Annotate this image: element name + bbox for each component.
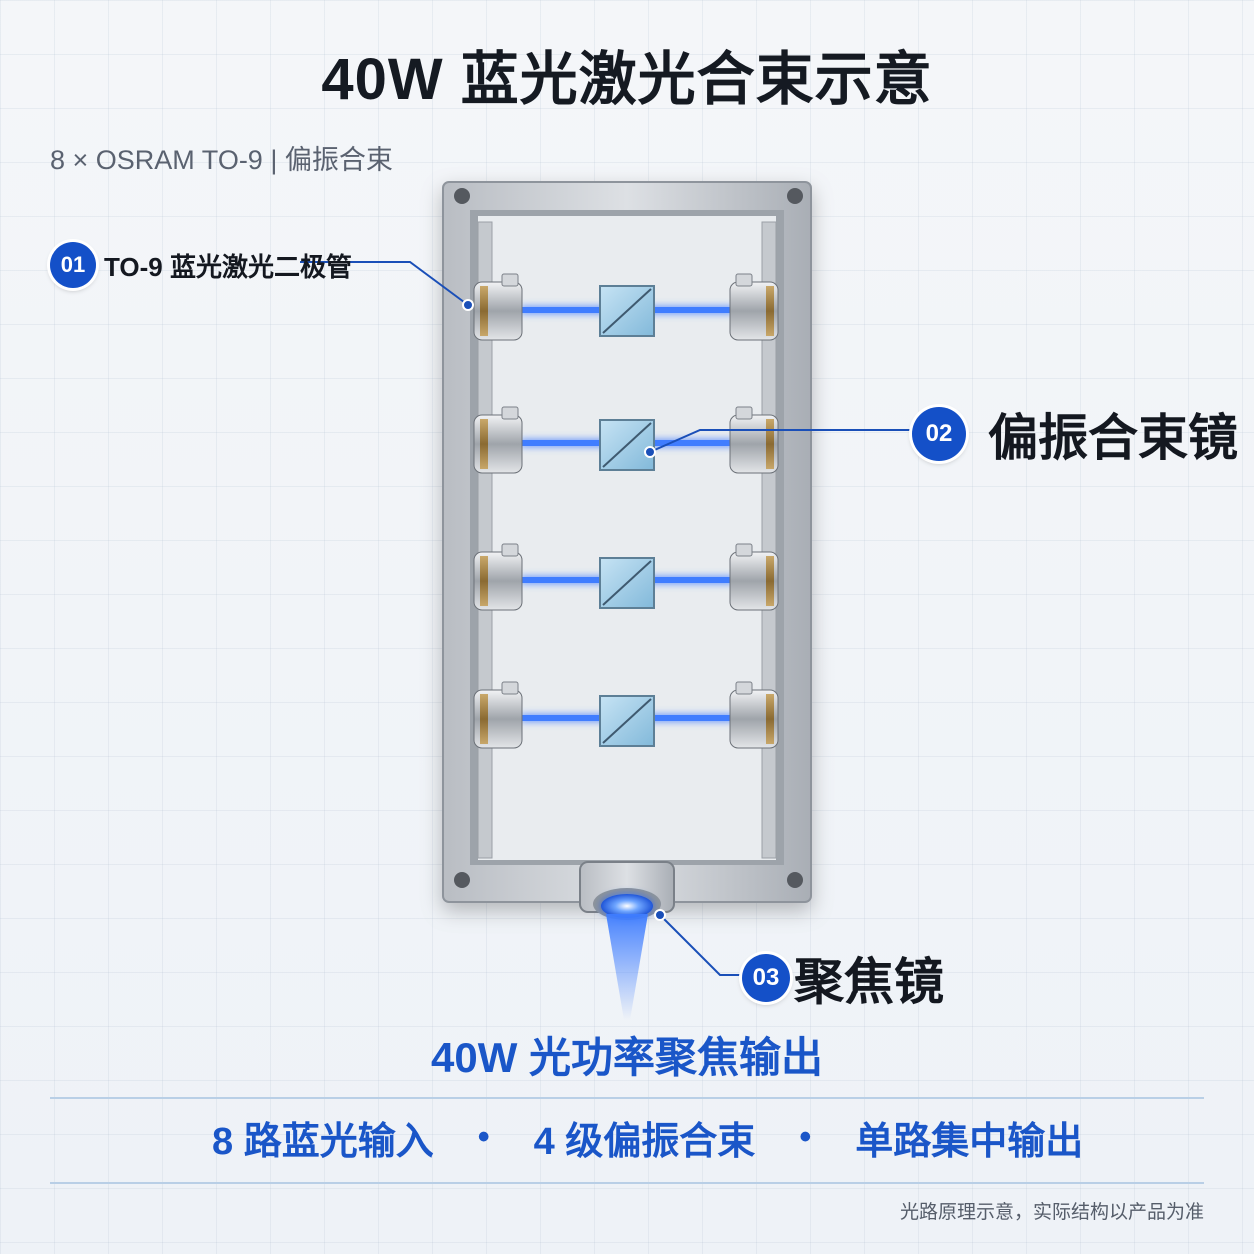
laser-diode-r4 [729,681,779,749]
callout-badge: 03 [742,954,790,1002]
laser-diode-r2 [729,406,779,474]
feature-item: 4 级偏振合束 [533,1121,756,1163]
laser-diodes-left [473,273,523,749]
subtitle: 8 × OSRAM TO-9 | 偏振合束 [50,145,393,175]
callout-label: 偏振合束镜 [988,410,1238,466]
output-cone [606,914,648,1020]
laser-diode-l1 [473,273,523,341]
leader-lines [300,261,912,976]
laser-diode-r1 [729,273,779,341]
callout-focus-lens: 03 聚焦镜 [742,942,944,1014]
feature-separator: • [477,1118,490,1156]
callout-label: 聚焦镜 [794,954,944,1010]
feature-list: 8 路蓝光输入 • 4 级偏振合束 • 单路集中输出 [212,1110,1083,1165]
combiner-cubes [599,285,655,747]
laser-diode-r3 [729,543,779,611]
laser-diodes-right [729,273,779,749]
focusing-lens [579,861,675,920]
callout-badge: 02 [912,407,966,461]
divider-top [50,1097,1204,1099]
laser-diode-l4 [473,681,523,749]
leader-endpoints [462,299,666,921]
page-title: 40W 蓝光激光合束示意 [321,47,933,112]
callout-label: TO-9 蓝光激光二极管 [104,251,352,282]
combiner-cube-4 [599,695,655,747]
callout-combiner: 02 偏振合束镜 [912,398,1238,470]
callout-laser-diode: 01 TO-9 蓝光激光二极管 [50,242,352,288]
laser-diode-l3 [473,543,523,611]
feature-separator: • [799,1118,812,1156]
footnote: 光路原理示意，实际结构以产品为准 [899,1202,1204,1223]
frame-mount-holes [454,188,803,888]
divider-bottom [50,1182,1204,1184]
callout-badge: 01 [50,242,96,288]
laser-diode-l2 [473,406,523,474]
feature-item: 单路集中输出 [855,1121,1084,1163]
combiner-cube-1 [599,285,655,337]
feature-item: 8 路蓝光输入 [212,1121,434,1163]
combiner-cube-2 [599,419,655,471]
combiner-cube-3 [599,557,655,609]
output-label: 40W 光功率聚焦输出 [430,1034,824,1081]
